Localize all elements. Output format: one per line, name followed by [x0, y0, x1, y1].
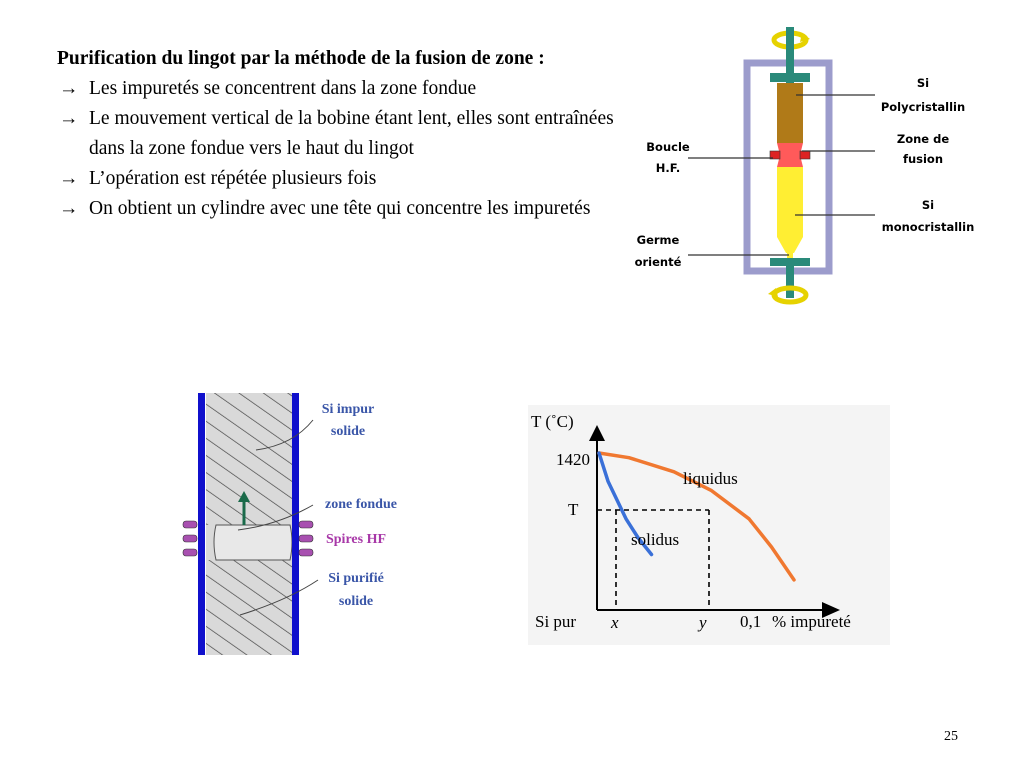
guide-lines: [597, 509, 710, 610]
x-marker-label: x: [610, 613, 619, 632]
x-axis-label: % impureté: [772, 612, 851, 631]
ingot-zone-melting-diagram: Si impur solide zone fondue Spires HF Si…: [182, 393, 397, 655]
top-holder: [770, 73, 810, 82]
arrow-icon: →: [59, 198, 79, 219]
y-axis: [589, 425, 605, 610]
up-arrow-icon: [238, 491, 250, 525]
y-marker-label: y: [697, 613, 707, 632]
hf-coils-left: [182, 520, 198, 557]
bullet-1: → Les impuretés se concentrent dans la z…: [57, 74, 632, 104]
leader-purifie: [239, 579, 319, 616]
seed: [787, 251, 793, 259]
series-label-solidus: solidus: [631, 530, 679, 549]
text-block: Purification du lingot par la méthode de…: [57, 44, 632, 224]
x-axis: [597, 602, 840, 618]
bullet-text: Le mouvement vertical de la bobine étant…: [89, 108, 614, 159]
hf-coil-right: [799, 150, 811, 160]
series-line-liquidus: [597, 451, 796, 582]
si-mono-bar: [777, 167, 803, 253]
leader-impur: [255, 419, 314, 451]
label-boucle-1: Boucle: [646, 140, 690, 154]
top-rod: [786, 27, 794, 83]
label-si-mono-2: monocristallin: [882, 220, 975, 234]
label-impur-1: Si impur: [322, 402, 375, 417]
series-label-liquidus: liquidus: [683, 469, 738, 488]
tube-wall-left: [198, 393, 205, 655]
y-tick-label-t: T: [568, 500, 579, 519]
label-boucle-2: H.F.: [656, 161, 681, 175]
label-si-poly-2: Polycristallin: [881, 100, 965, 114]
label-zone-1: Zone de: [897, 132, 949, 146]
tube-wall-right: [292, 393, 299, 655]
label-purifie-2: solide: [339, 594, 373, 609]
si-poly-bar: [777, 83, 803, 143]
label-spires-hf: Spires HF: [326, 532, 386, 547]
hf-coil-left: [769, 150, 781, 160]
bullet-text: Les impuretés se concentrent dans la zon…: [89, 78, 477, 99]
label-impur-2: solide: [331, 424, 365, 439]
slide-title: Purification du lingot par la méthode de…: [57, 48, 545, 69]
bullet-4: → On obtient un cylindre avec une tête q…: [57, 194, 632, 224]
bullet-2: → Le mouvement vertical de la bobine éta…: [57, 104, 632, 164]
bullet-3: → L’opération est répétée plusieurs fois: [57, 164, 632, 194]
label-si-poly-1: Si: [917, 76, 929, 90]
label-zone-2: fusion: [903, 152, 943, 166]
melt-zone: [777, 143, 803, 167]
molten-zone: [213, 524, 293, 561]
bullet-text: On obtient un cylindre avec une tête qui…: [89, 198, 591, 219]
plot-area: [597, 451, 796, 582]
bottom-rod: [786, 258, 794, 298]
label-germe-2: orienté: [635, 255, 682, 269]
hatched-impure-solid: [206, 393, 296, 525]
rotation-arrow-bottom-icon: [768, 285, 809, 305]
leader-zone: [237, 504, 314, 531]
origin-label: Si pur: [535, 612, 576, 631]
x-tick-label: 0,1: [740, 612, 761, 631]
y-axis-label: T (˚C): [531, 412, 574, 431]
label-si-mono-1: Si: [922, 198, 934, 212]
bullet-text: L’opération est répétée plusieurs fois: [89, 168, 377, 189]
label-zone-fondue: zone fondue: [325, 497, 397, 512]
arrow-icon: →: [59, 78, 79, 99]
page-number: 25: [944, 729, 958, 744]
hf-coils-right: [298, 520, 314, 557]
series-line-solidus: [597, 451, 654, 557]
float-zone-apparatus: Si Polycristallin Zone de fusion Si mono…: [635, 27, 975, 305]
label-purifie-1: Si purifié: [328, 571, 384, 586]
y-tick-label-1420: 1420: [556, 450, 590, 469]
phase-diagram-chart: T (˚C) 1420 T Si pur 0,1 % impureté x y …: [528, 405, 890, 645]
arrow-icon: →: [59, 168, 79, 189]
label-germe-1: Germe: [637, 233, 680, 247]
arrow-icon: →: [59, 108, 79, 129]
hatched-purified-solid: [206, 560, 296, 655]
